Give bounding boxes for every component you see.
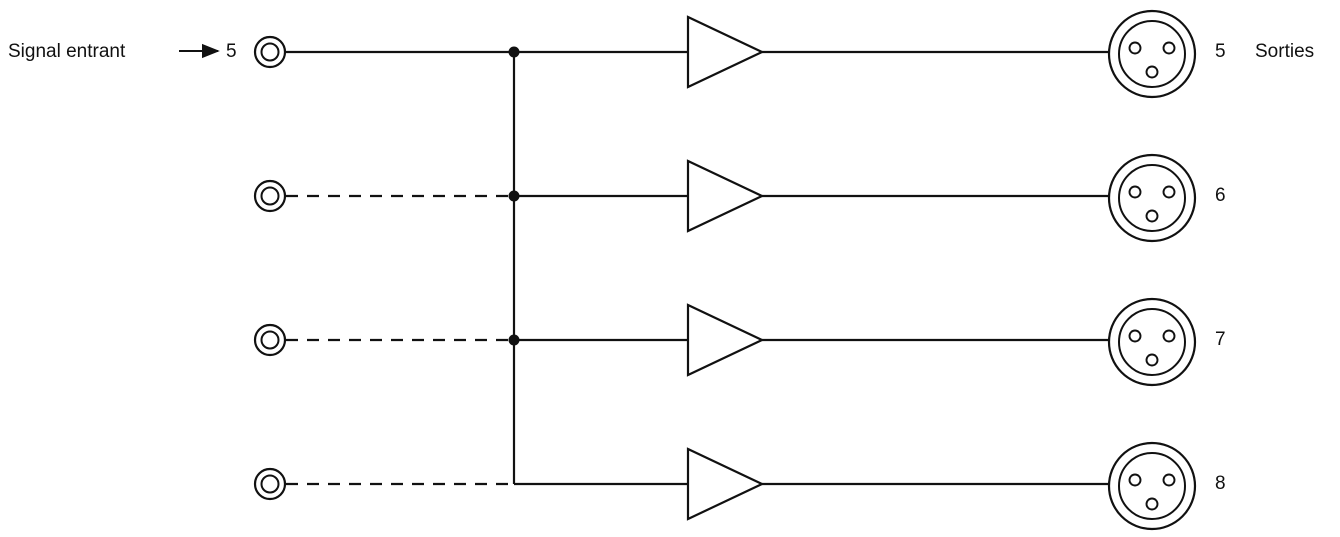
channel-row: 6 [253,153,1226,243]
xlr-pin-icon [1162,473,1176,487]
input-jack-center-icon [260,42,280,62]
input-jack-center-icon [260,330,280,350]
input-label: Signal entrant [8,41,126,62]
output-number: 8 [1215,473,1226,494]
xlr-pin-icon [1128,329,1142,343]
amplifier-icon [686,447,765,521]
output-number: 7 [1215,329,1226,350]
amplifier-icon [686,15,765,89]
xlr-pin-icon [1145,497,1159,511]
xlr-pin-icon [1128,41,1142,55]
xlr-connector-icon [1107,297,1197,387]
output-number: 5 [1215,41,1226,62]
channel-row: 8 [253,441,1226,531]
xlr-connector-icon [1107,9,1197,99]
xlr-pin-icon [1128,185,1142,199]
xlr-connector-icon [1107,441,1197,531]
xlr-connector-body-icon [1118,20,1186,88]
input-number: 5 [226,41,237,62]
channel-row: 5 [253,9,1226,99]
xlr-pin-icon [1162,185,1176,199]
xlr-pin-icon [1128,473,1142,487]
xlr-pin-icon [1162,41,1176,55]
input-jack-icon [253,323,287,357]
input-jack-icon [253,179,287,213]
xlr-pin-icon [1145,353,1159,367]
channel-rows: 5 6 7 8 [253,9,1226,531]
xlr-connector-body-icon [1118,452,1186,520]
amplifier-icon [686,303,765,377]
channel-row: 7 [253,297,1226,387]
xlr-pin-icon [1145,209,1159,223]
input-jack-icon [253,467,287,501]
outputs-label: Sorties [1255,41,1314,62]
output-number: 6 [1215,185,1226,206]
amplifier-icon [686,159,765,233]
xlr-pin-icon [1162,329,1176,343]
xlr-connector-body-icon [1118,308,1186,376]
input-jack-center-icon [260,186,280,206]
input-jack-icon [253,35,287,69]
input-jack-center-icon [260,474,280,494]
xlr-connector-icon [1107,153,1197,243]
xlr-pin-icon [1145,65,1159,79]
xlr-connector-body-icon [1118,164,1186,232]
